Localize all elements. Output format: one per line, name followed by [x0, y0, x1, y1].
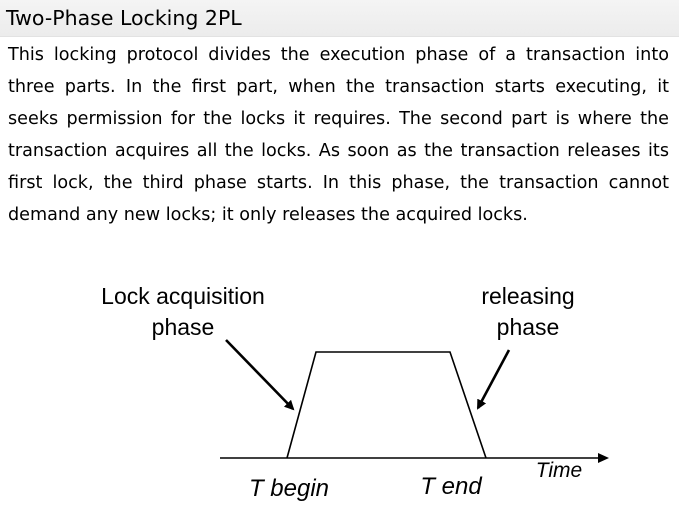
t-end-label: T end: [420, 473, 482, 500]
description-paragraph: This locking protocol divides the execut…: [8, 45, 669, 225]
t-begin-label: T begin: [249, 475, 329, 502]
title-bar: Two-Phase Locking 2PL: [0, 0, 679, 37]
two-phase-locking-diagram: Lock acquisition phase releasing phase T…: [101, 283, 609, 502]
acquisition-arrow: [225, 339, 295, 411]
releasing-label-line2: phase: [497, 314, 560, 340]
releasing-arrow: [476, 349, 511, 410]
time-axis-arrowhead: [598, 453, 609, 463]
acquisition-label-line2: phase: [152, 314, 215, 340]
releasing-label-line1: releasing: [481, 283, 574, 309]
page-title: Two-Phase Locking 2PL: [6, 6, 242, 30]
lock-count-curve: [286, 351, 487, 459]
time-axis-label: Time: [536, 459, 582, 482]
acquisition-label-line1: Lock acquisition: [101, 283, 265, 309]
